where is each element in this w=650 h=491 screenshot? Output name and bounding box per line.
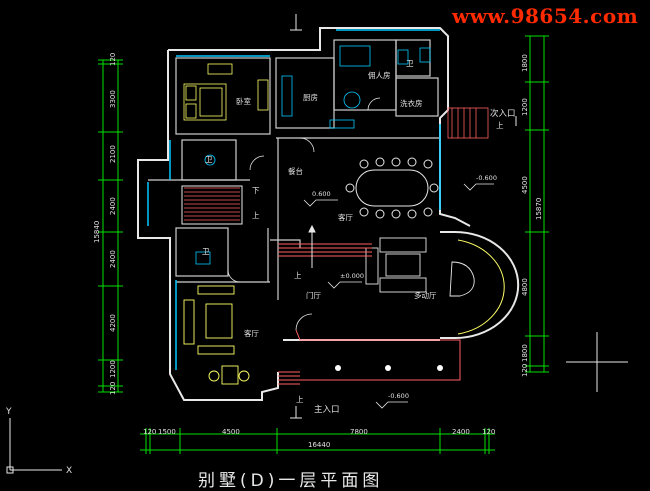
- label-wc-lower: 卫: [202, 247, 210, 256]
- dim-left-5: 2400: [109, 250, 117, 268]
- piano: [449, 261, 475, 297]
- label-wc-top: 卫: [406, 59, 414, 68]
- label-bar-counter: 餐台: [288, 166, 303, 176]
- label-up-secondary: 上: [496, 121, 504, 130]
- wall-accents: [147, 29, 441, 370]
- site-watermark: www.98654.com: [452, 4, 639, 28]
- dimension-chain-bottom: [140, 428, 495, 454]
- dim-left-1: 120: [109, 53, 117, 66]
- dim-bottom-2: 1500: [158, 428, 176, 436]
- stair-enclosure: [181, 185, 243, 225]
- dim-left-4: 2400: [109, 197, 117, 215]
- dim-left-2: 3300: [109, 90, 117, 108]
- label-servant-room: 佣人房: [368, 70, 391, 80]
- label-laundry: 洗衣房: [400, 98, 423, 108]
- level-upper: 0.600: [312, 190, 331, 198]
- ucs-y-label: Y: [5, 407, 12, 417]
- dim-left-8: 120: [109, 382, 117, 395]
- dim-left-total: 15840: [93, 221, 101, 243]
- level-minus-right: -0.600: [476, 174, 497, 182]
- drawing-title: 别墅(D)一层平面图: [198, 471, 384, 491]
- dim-right-4: 4800: [521, 278, 529, 296]
- terrace-columns: [335, 365, 443, 371]
- dim-right-1: 1800: [521, 54, 529, 72]
- label-multi-function: 多动厅: [414, 290, 437, 300]
- dim-bottom-3: 4500: [222, 428, 240, 436]
- label-main-entrance: 主入口: [314, 404, 340, 415]
- level-floor-zero: ±0.000: [340, 272, 364, 280]
- label-wc-left: 卫: [205, 155, 213, 164]
- curved-terrace: [457, 239, 505, 335]
- cad-crosshair: [566, 332, 628, 392]
- plumbing-fixtures: [195, 45, 431, 265]
- dim-bottom-1: 120: [143, 428, 156, 436]
- label-up-main: 上: [296, 395, 304, 404]
- label-kitchen: 厨房: [303, 92, 318, 102]
- label-up-foyer: 上: [294, 271, 302, 280]
- section-marker-top: [290, 14, 302, 31]
- entry-arrows: [290, 116, 517, 419]
- dim-bottom-total: 16440: [308, 441, 330, 449]
- label-stair-up: 上: [252, 211, 260, 220]
- level-markers: [303, 183, 494, 409]
- living-room-sofas: [183, 285, 250, 385]
- dim-left-6: 4200: [109, 314, 117, 332]
- ucs-icon: [6, 418, 62, 474]
- dim-right-2: 1200: [521, 98, 529, 116]
- dim-right-total: 15870: [535, 198, 543, 220]
- bed-furniture: [183, 63, 269, 121]
- dim-bottom-5: 2400: [452, 428, 470, 436]
- dim-right-6: 120: [521, 364, 529, 377]
- label-bedroom: 卧室: [236, 96, 251, 106]
- dining-table: [345, 157, 439, 219]
- label-foyer: 门厅: [306, 291, 321, 300]
- dim-left-7: 1200: [109, 360, 117, 378]
- dim-right-5: 1800: [521, 344, 529, 362]
- terrace-steps: [278, 243, 461, 385]
- dimension-chain-left: [98, 59, 123, 393]
- label-guest-hall: 客厅: [244, 328, 259, 338]
- secondary-entry-steps: [447, 107, 489, 139]
- dim-bottom-4: 7800: [350, 428, 368, 436]
- label-stair-down: 下: [252, 186, 260, 195]
- dim-right-3: 4500: [521, 176, 529, 194]
- label-secondary-entrance: 次入口: [490, 108, 516, 119]
- door-swings: [227, 97, 381, 331]
- dimension-chain-right: [525, 35, 549, 373]
- ucs-x-label: X: [66, 466, 72, 476]
- stair-treads: [184, 187, 240, 221]
- level-minus-bottom: -0.600: [388, 392, 409, 400]
- dim-left-3: 2100: [109, 145, 117, 163]
- dim-bottom-6: 120: [482, 428, 495, 436]
- label-living-dining: 客厅: [338, 212, 353, 222]
- lounge-sofa: [365, 237, 427, 293]
